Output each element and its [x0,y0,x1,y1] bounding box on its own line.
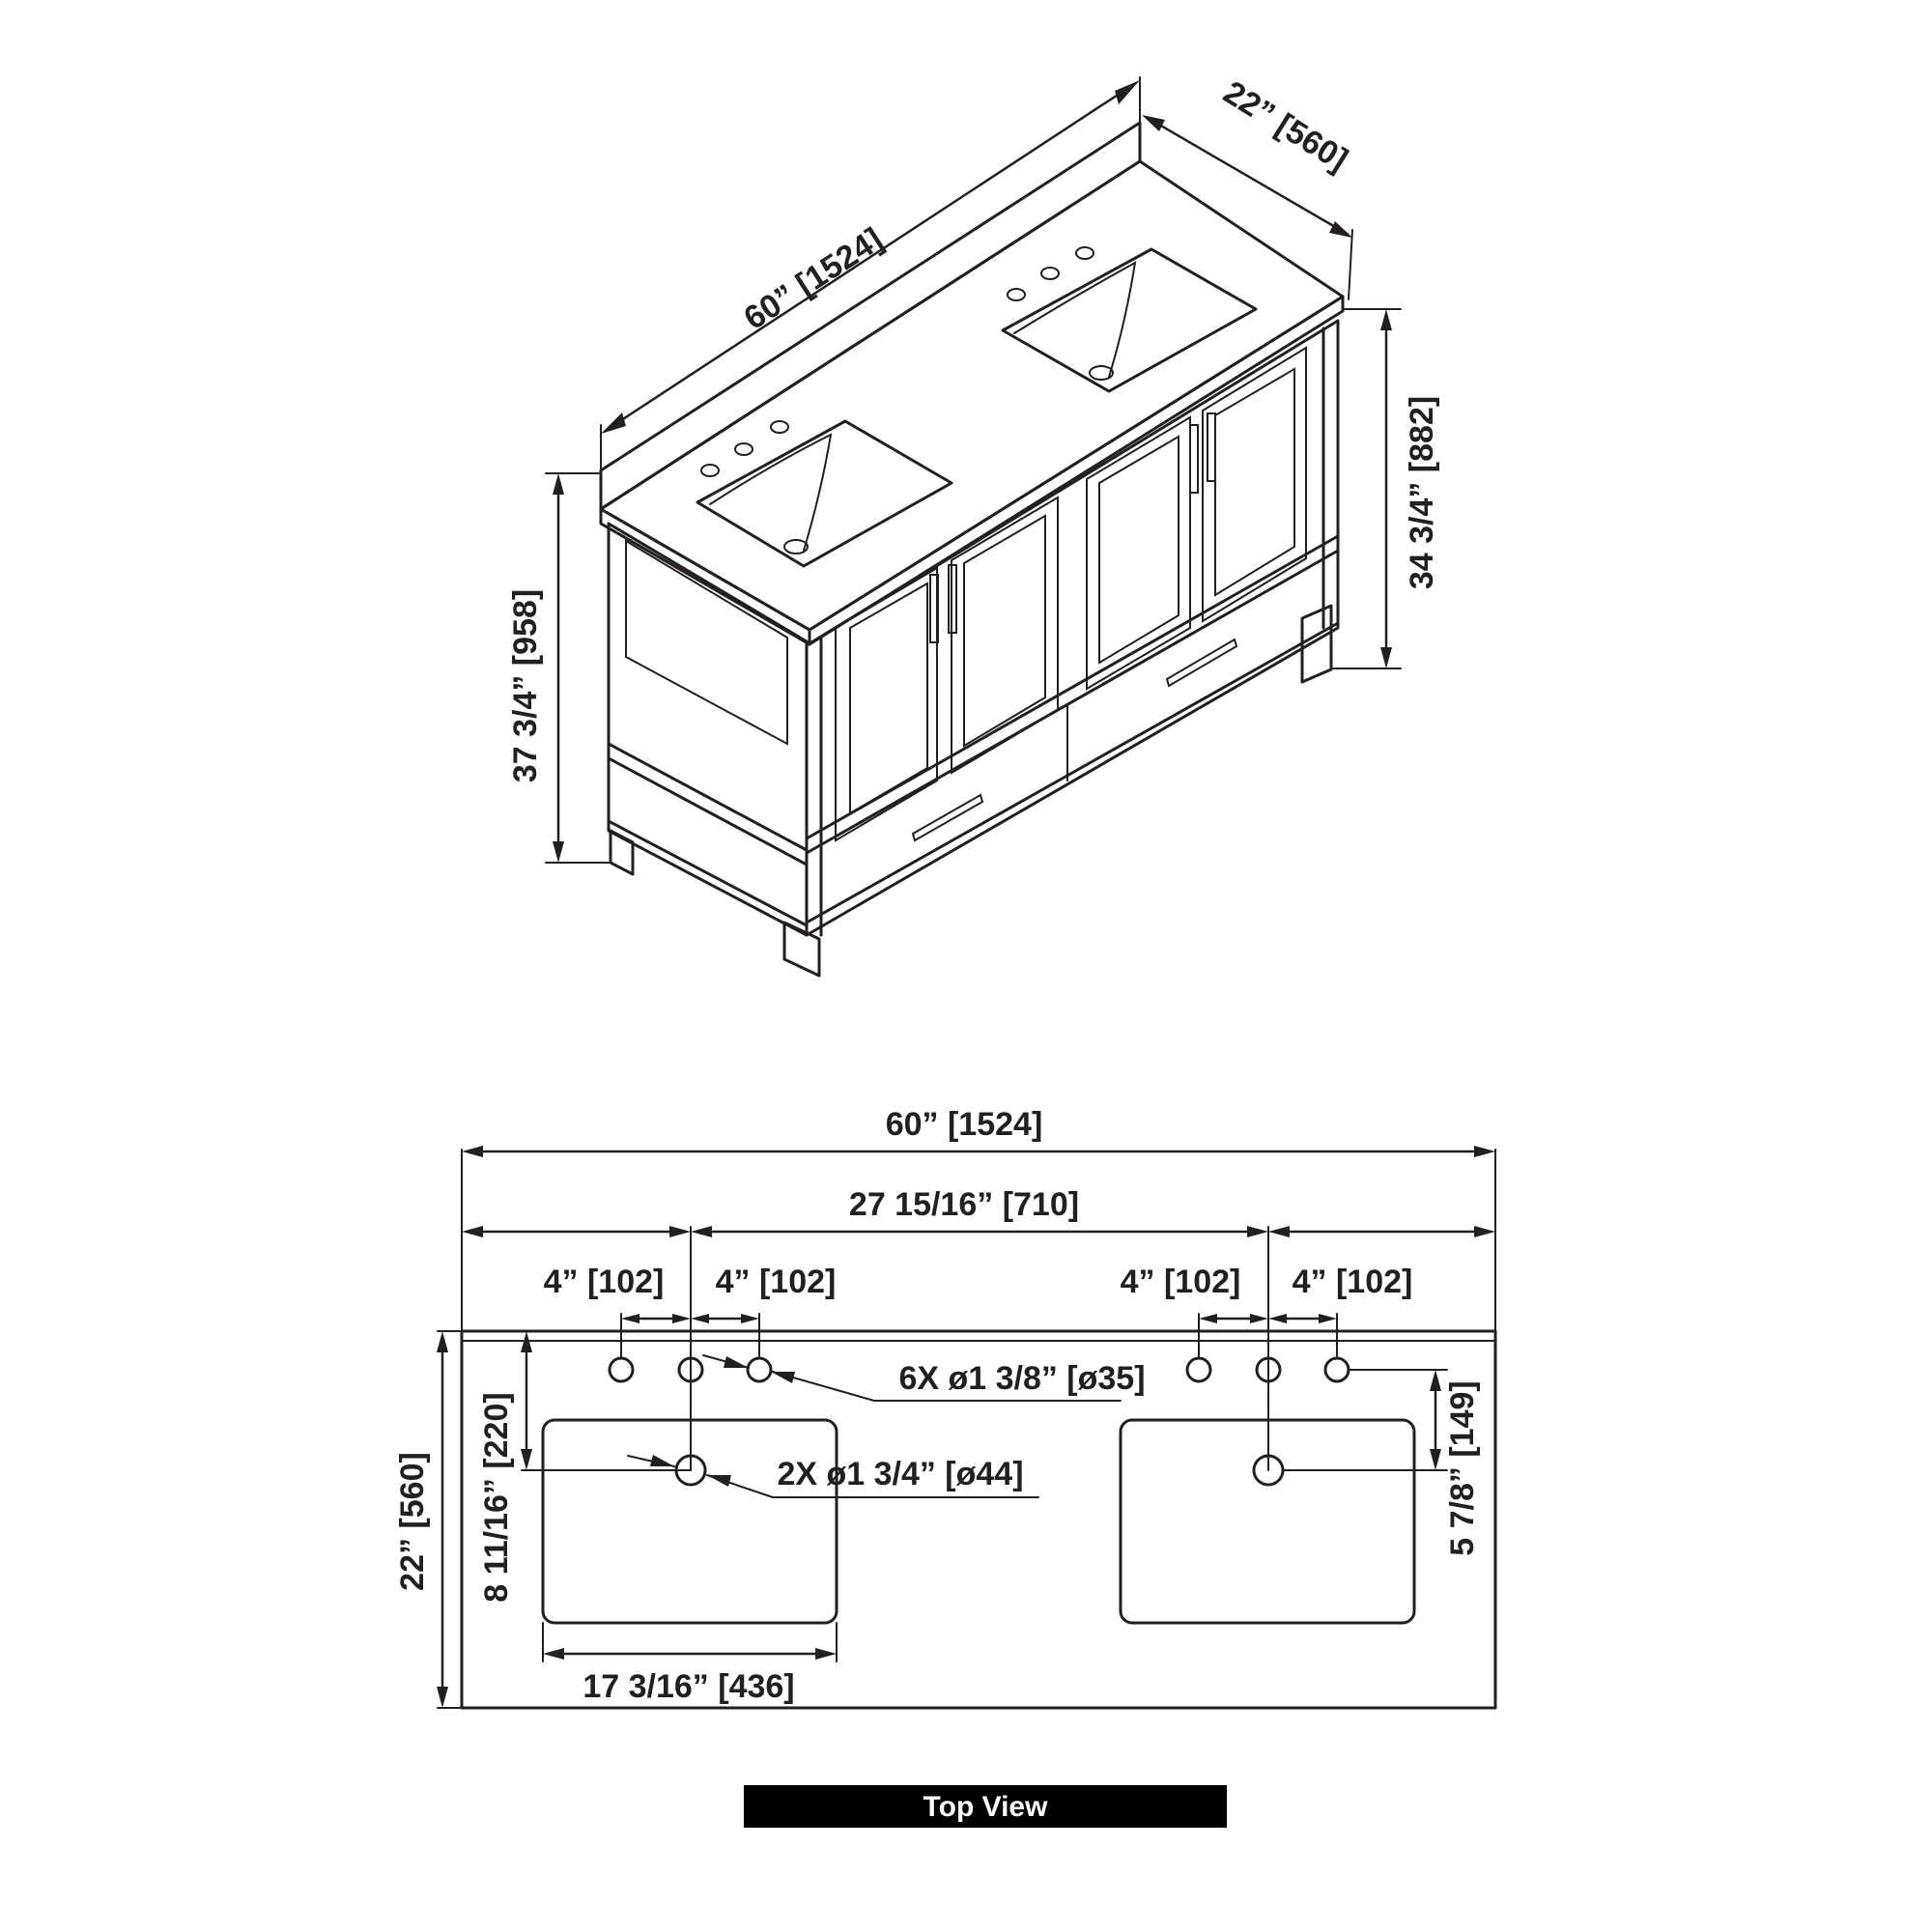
top-sink-spacing-label: 27 15/16” [710] [849,1186,1079,1223]
caption-label: Top View [923,1791,1049,1823]
left-hole-right-label: 4” [102] [716,1264,837,1300]
door-3 [1086,415,1191,691]
cabinet-front [805,319,1340,937]
door-handle [948,564,957,634]
door-handle [929,574,939,643]
right-hole-left-label: 4” [102] [1121,1264,1241,1300]
right-drain-iso [1089,365,1114,381]
faucet-holes-label: 6X ø1 3/8” [ø35] [898,1360,1145,1397]
door-1 [835,566,938,842]
faucet-hole [746,1356,773,1383]
faucet-hole [608,1356,635,1383]
drain-holes-label: 2X ø1 3/4” [ø44] [777,1456,1023,1492]
backsplash [599,121,1142,511]
door-handle [1207,412,1216,482]
faucet-hole [1323,1356,1350,1383]
iso-counter-height-label: 34 3/4” [882] [1404,396,1440,589]
cabinet-side [607,522,821,978]
top-overall-width-label: 60” [1524] [886,1106,1043,1143]
iso-depth-label: 22” [560] [1217,73,1354,178]
door-4 [1202,346,1307,623]
iso-total-height-label: 37 3/4” [958] [507,589,544,782]
countertop-side-edge [808,295,1345,646]
iso-width-label: 60” [1524] [737,221,889,337]
right-front-leg [1300,604,1333,684]
sink-width-label: 17 3/16” [436] [582,1668,794,1705]
right-basin [1001,246,1258,393]
left-basin [696,419,953,568]
left-hole-left-label: 4” [102] [544,1264,665,1300]
top-view: 60” [1524] 27 15/16” [710] 4” [102] 4” [… [394,1106,1497,1828]
isometric-vanity: 60” [1524] 22” [560] 37 3/4” [958] 34 3/… [507,73,1440,978]
top-countertop [460,1329,1497,1710]
right-hole-right-label: 4” [102] [1293,1264,1413,1300]
faucet-to-drain-label: 5 7/8” [149] [1444,1380,1481,1555]
top-depth-label: 22” [560] [394,1452,431,1591]
drain-from-back-label: 8 11/16” [220] [478,1392,515,1602]
door-handle [1189,424,1199,494]
left-rear-leg [609,829,635,876]
drawer-pull [911,793,984,842]
caption-bar [744,1785,1227,1828]
faucet-hole [1185,1356,1212,1383]
iso-dimensions [545,76,1402,864]
drawer-pull [1165,638,1238,688]
left-drain-iso [783,539,809,554]
